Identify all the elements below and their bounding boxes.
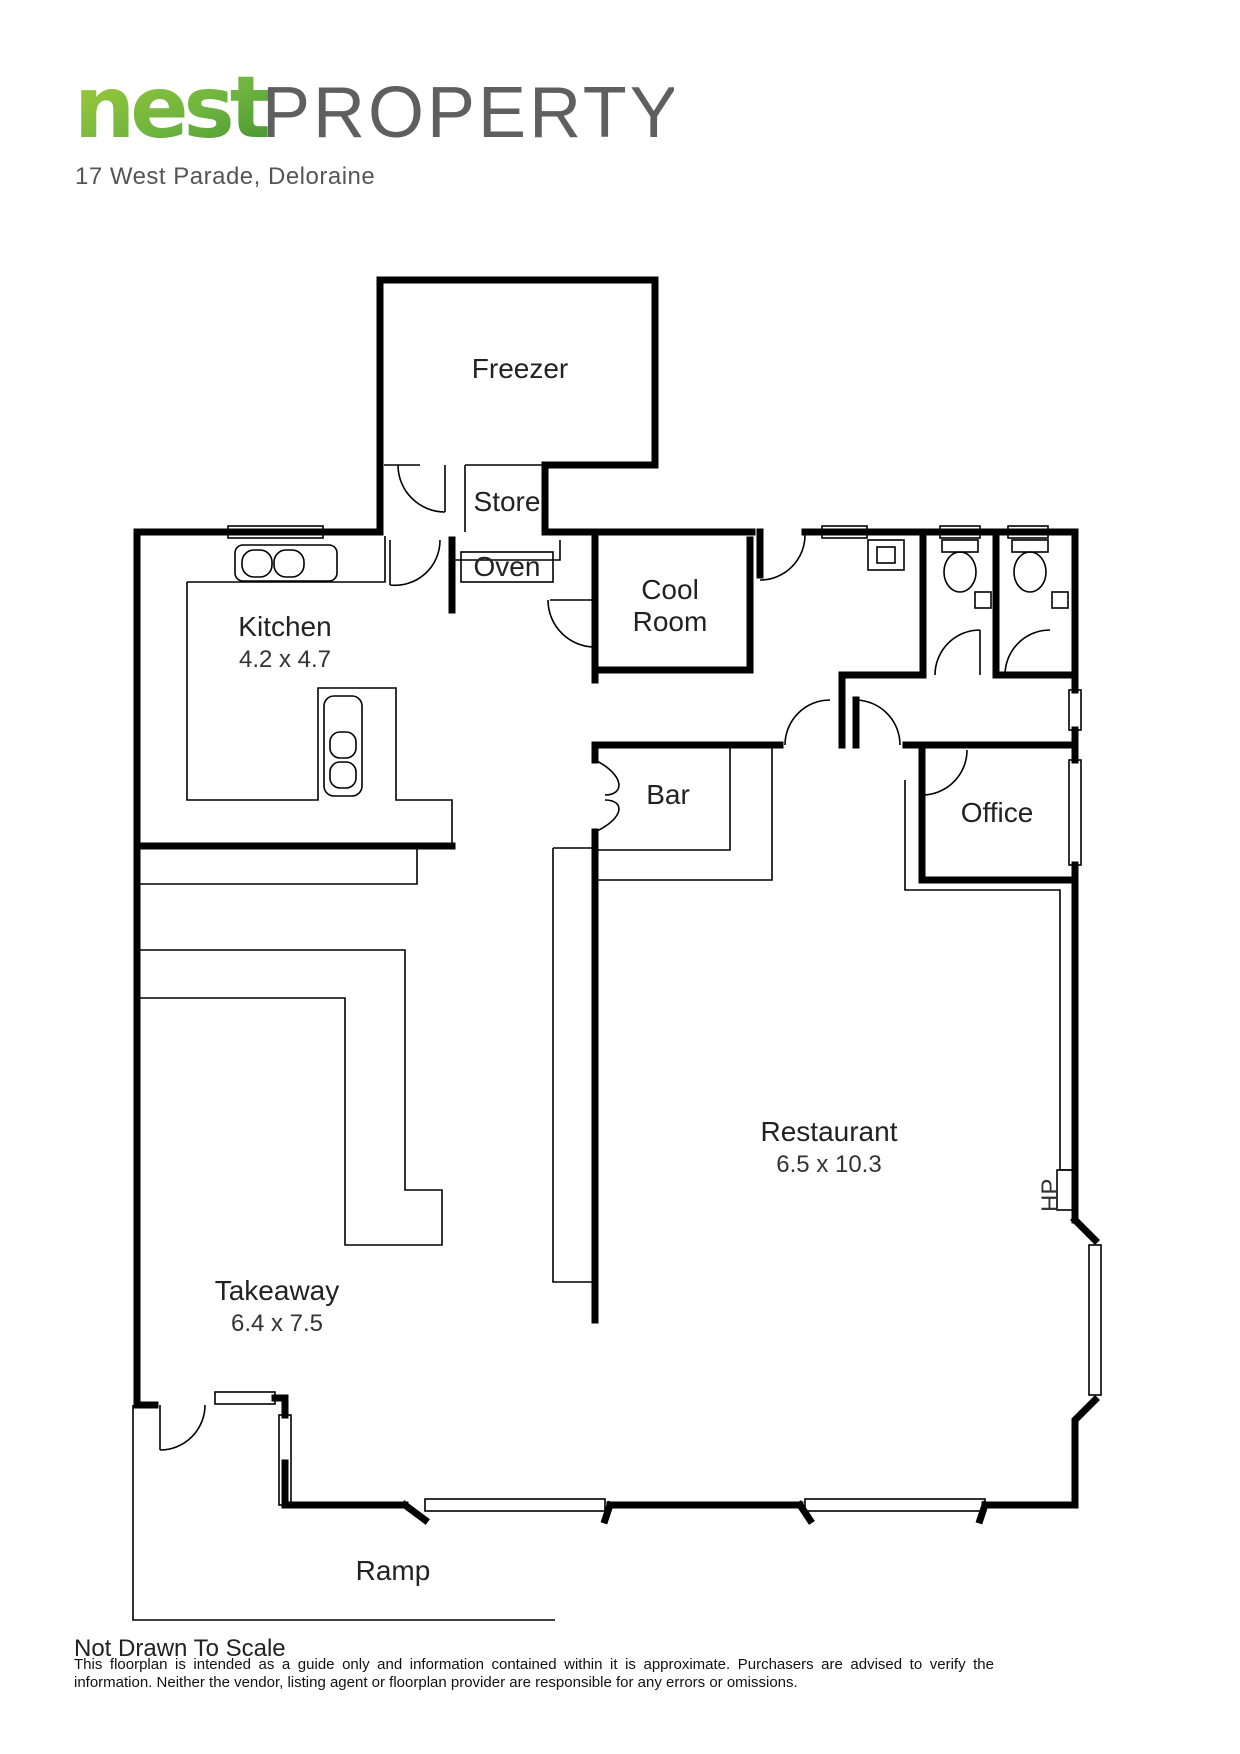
- takeaway-dims: 6.4 x 7.5: [231, 1310, 323, 1337]
- freezer-door: [397, 464, 446, 513]
- freezer-walls: [376, 276, 659, 536]
- ramp: [132, 1405, 555, 1621]
- logo-nest: nest: [74, 60, 270, 158]
- ramp-label: Ramp: [356, 1555, 431, 1586]
- cool-room-label-2: Room: [633, 606, 708, 637]
- hp-label: HP: [1037, 1179, 1064, 1212]
- restaurant-label: Restaurant: [761, 1116, 898, 1147]
- property-address: 17 West Parade, Deloraine: [75, 163, 376, 190]
- entrance-door: [159, 1404, 206, 1451]
- store-label: Store: [474, 486, 541, 517]
- bar-label: Bar: [646, 779, 690, 810]
- office-label: Office: [961, 797, 1034, 828]
- freezer-label: Freezer: [472, 353, 568, 384]
- takeaway-counters: [137, 844, 599, 1324]
- kitchen-label: Kitchen: [238, 611, 331, 642]
- oven-label: Oven: [474, 551, 541, 582]
- logo-property: PROPERTY: [262, 73, 674, 153]
- cool-room-walls: [547, 528, 754, 684]
- bar-walls: [591, 741, 784, 881]
- not-to-scale-note: Not Drawn To Scale: [74, 1635, 286, 1662]
- restaurant-dims: 6.5 x 10.3: [776, 1151, 881, 1178]
- windows: [214, 525, 1102, 1525]
- cool-room-label-1: Cool: [641, 574, 699, 605]
- kitchen-dims: 4.2 x 4.7: [239, 646, 331, 673]
- outer-walls: [133, 528, 1079, 1509]
- hall-walls: [756, 528, 1079, 1171]
- kitchen-walls: [133, 536, 561, 850]
- disclaimer-text: This floorplan is intended as a guide on…: [74, 1656, 994, 1691]
- store-door: [389, 539, 441, 587]
- hp-box: HP: [1037, 1169, 1074, 1212]
- takeaway-label: Takeaway: [215, 1275, 340, 1306]
- brand-logo: nest PROPERTY: [74, 58, 678, 160]
